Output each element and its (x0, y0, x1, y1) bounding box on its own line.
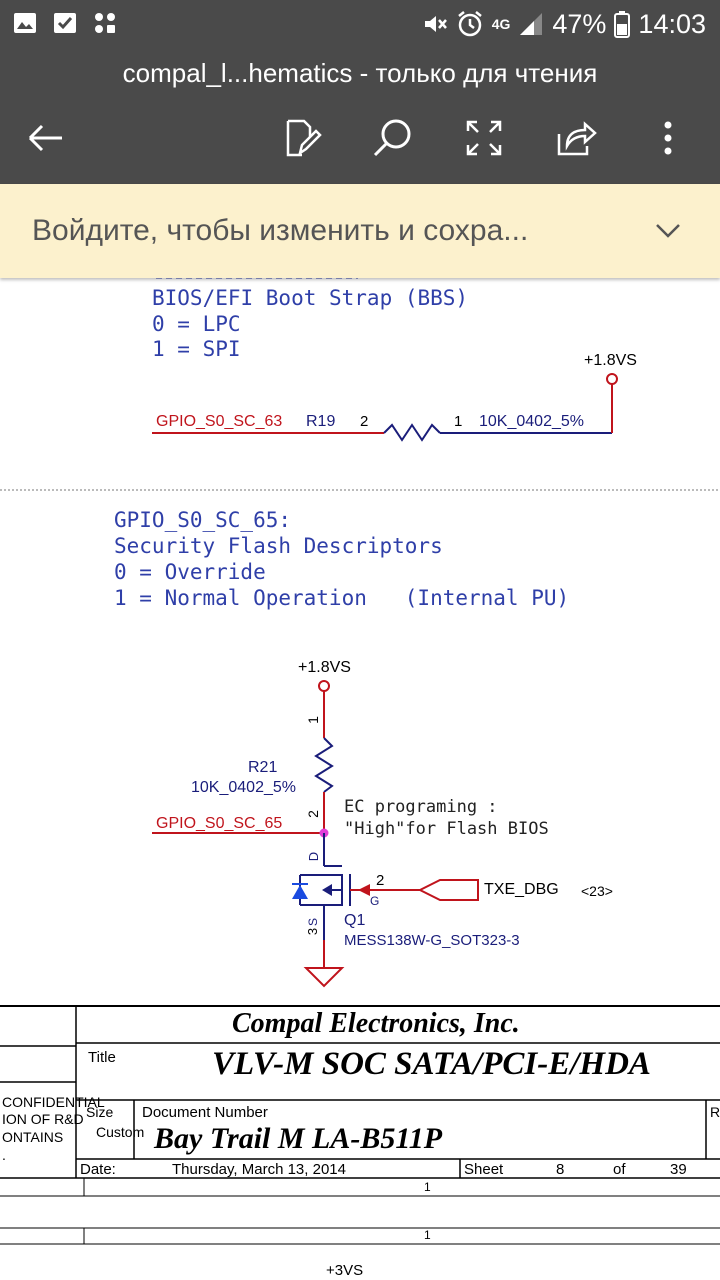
strap1-value: 10K_0402_5% (479, 413, 584, 430)
check-icon (54, 13, 76, 33)
sheet-title: VLV-M SOC SATA/PCI-E/HDA (212, 1046, 651, 1082)
grid-ref-2: 1 (424, 1228, 431, 1242)
strap1-net-label: GPIO_S0_SC_63 (156, 413, 283, 430)
strap2-net-label: GPIO_S0_SC_65 (156, 815, 283, 832)
rev-label: R (710, 1104, 720, 1120)
strap2-line3: 0 = Override (114, 560, 266, 584)
ec-note-line2: "High"for Flash BIOS (344, 819, 549, 839)
banner-message: Войдите, чтобы изменить и сохра... (32, 214, 529, 247)
back-icon (28, 124, 62, 152)
r21-pin-bottom: 2 (304, 810, 321, 818)
q1-ref: Q1 (344, 912, 366, 929)
title-label: Title (88, 1049, 116, 1066)
edit-button[interactable] (272, 110, 332, 166)
date-value: Thursday, March 13, 2014 (172, 1161, 346, 1178)
image-icon (14, 13, 36, 33)
sheet-total: 39 (670, 1161, 687, 1178)
search-icon (373, 119, 411, 157)
strap1-line2: 0 = LPC (152, 312, 241, 336)
of-label: of (613, 1161, 626, 1178)
strap2-rail-label: +1.8VS (298, 659, 351, 676)
status-bar: 4G 47% 14:03 (0, 0, 720, 48)
more-icon (664, 121, 672, 155)
document-viewport[interactable]: BIOS/EFI Boot Strap (BBS) 0 = LPC 1 = SP… (0, 278, 720, 1280)
document-title: compal_l...hematics - только для чтения (122, 58, 598, 88)
confidential-line1: CONFIDENTIAL (2, 1094, 105, 1110)
chevron-down-icon (656, 224, 680, 238)
apps-icon (95, 13, 115, 33)
date-label: Date: (80, 1161, 116, 1178)
app-bar: compal_l...hematics - только для чтения (0, 48, 720, 184)
txe-dbg-label: TXE_DBG (484, 881, 559, 898)
docnum-label: Document Number (142, 1104, 268, 1121)
clock: 14:03 (638, 8, 706, 39)
q1-pin-s: S (306, 917, 321, 927)
strap2-line1: GPIO_S0_SC_65: (114, 508, 292, 532)
strap2-line4: 1 = Normal Operation (Internal PU) (114, 586, 570, 610)
company-name: Compal Electronics, Inc. (232, 1008, 520, 1039)
fullscreen-button[interactable] (454, 110, 514, 166)
strap1-pin-b: 1 (454, 413, 463, 430)
back-button[interactable] (16, 110, 76, 166)
share-icon (557, 121, 597, 156)
expand-banner-button[interactable] (648, 211, 688, 251)
fullscreen-icon (466, 120, 502, 156)
confidential-line4: . (2, 1147, 6, 1163)
r21-value: 10K_0402_5% (191, 779, 296, 796)
strap1-pin-a: 2 (360, 413, 369, 430)
search-button[interactable] (362, 110, 422, 166)
sheet-number: 8 (556, 1161, 565, 1178)
mute-icon (424, 16, 447, 32)
strap1-ref: R19 (306, 413, 336, 430)
battery-percent: 47% (552, 8, 607, 39)
battery-icon (614, 11, 631, 38)
document-number: Bay Trail M LA-B511P (154, 1122, 443, 1155)
strap1-rail-label: +1.8VS (584, 352, 637, 369)
edit-icon (286, 119, 322, 157)
q1-part: MESS138W-G_SOT323-3 (344, 932, 520, 949)
strap1-line1: BIOS/EFI Boot Strap (BBS) (152, 286, 469, 310)
share-button[interactable] (546, 110, 606, 166)
ec-note-line1: EC programing : (344, 797, 498, 817)
grid-ref-1: 1 (424, 1180, 431, 1194)
rail-3vs-label: +3VS (326, 1262, 364, 1279)
q1-pin-g: G (370, 894, 380, 908)
q1-pin-3: 3 (305, 927, 321, 936)
confidential-line3: ONTAINS (2, 1129, 64, 1145)
alarm-icon (457, 11, 482, 37)
more-options-button[interactable] (638, 110, 698, 166)
sign-in-banner[interactable]: Войдите, чтобы изменить и сохра... (0, 184, 720, 278)
r21-ref: R21 (248, 759, 278, 776)
confidential-line2: ION OF R&D (2, 1111, 84, 1127)
signal-icon (520, 13, 543, 35)
sheet-label: Sheet (464, 1161, 504, 1178)
q1-gate-pin: 2 (376, 872, 385, 889)
size-value: Custom (96, 1124, 145, 1140)
schematic-drawing (0, 278, 720, 1245)
txe-dbg-ref: <23> (581, 883, 613, 899)
q1-pin-d: D (306, 851, 322, 862)
size-label: Size (86, 1104, 114, 1120)
strap2-line2: Security Flash Descriptors (114, 534, 443, 558)
r21-pin-top: 1 (304, 716, 321, 724)
network-type: 4G (491, 16, 511, 32)
strap1-line3: 1 = SPI (152, 337, 241, 361)
